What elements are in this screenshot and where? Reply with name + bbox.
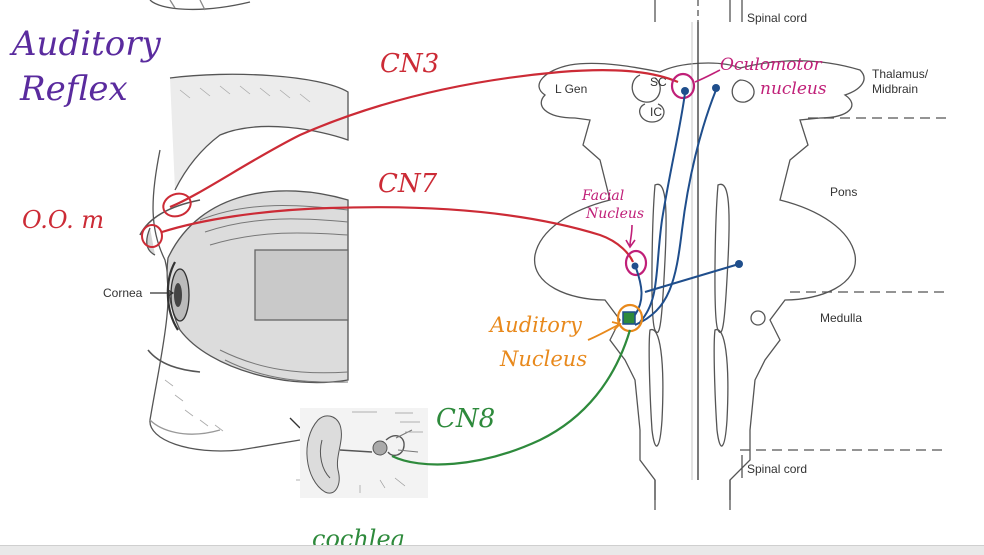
oculomotor-nucleus-circle <box>670 72 696 100</box>
sc-label: SC <box>650 75 667 89</box>
thalamus-label: Thalamus/ <box>872 67 929 81</box>
brainstem-illustration <box>534 0 948 510</box>
eye-orbit-illustration <box>139 0 349 452</box>
title-line2: Reflex <box>19 69 128 109</box>
medulla-label: Medulla <box>820 311 862 325</box>
cornea-label: Cornea <box>103 286 143 300</box>
cn7-label: CN7 <box>378 169 438 199</box>
cn7-pathway <box>161 206 635 263</box>
oom-label: O.O. m <box>22 206 104 234</box>
blue-contralateral-tract <box>634 89 717 326</box>
oom-lower-circle <box>141 224 163 248</box>
cn8-pathway <box>391 329 632 466</box>
ic-label: IC <box>650 105 662 119</box>
midbrain-label: Midbrain <box>872 82 918 96</box>
facial-label-line2: Nucleus <box>585 206 644 222</box>
blue-ipsilateral-tract <box>639 92 686 323</box>
spinal-cord-bottom-label: Spinal cord <box>747 462 807 476</box>
auditory-label-line2: Nucleus <box>499 347 587 371</box>
cn3-label: CN3 <box>380 49 439 79</box>
auditory-label-line1: Auditory <box>488 313 583 337</box>
blue-medulla-link <box>644 263 740 293</box>
title-line1: Auditory <box>9 24 161 64</box>
spinal-cord-top-label: Spinal cord <box>747 11 807 25</box>
bottom-edge <box>0 545 984 555</box>
oculomotor-label-line1: Oculomotor <box>720 55 823 75</box>
pons-label: Pons <box>830 185 857 199</box>
facial-nucleus-circle <box>624 249 648 277</box>
blue-facial-link <box>634 267 643 316</box>
cn3-pathway <box>169 69 679 209</box>
facial-label-line1: Facial <box>581 188 624 204</box>
cn8-label: CN8 <box>436 404 495 434</box>
l-gen-label: L Gen <box>555 82 587 96</box>
ear-illustration <box>296 408 428 498</box>
oom-upper-circle <box>162 192 192 218</box>
oculomotor-label-line2: nucleus <box>760 79 827 99</box>
